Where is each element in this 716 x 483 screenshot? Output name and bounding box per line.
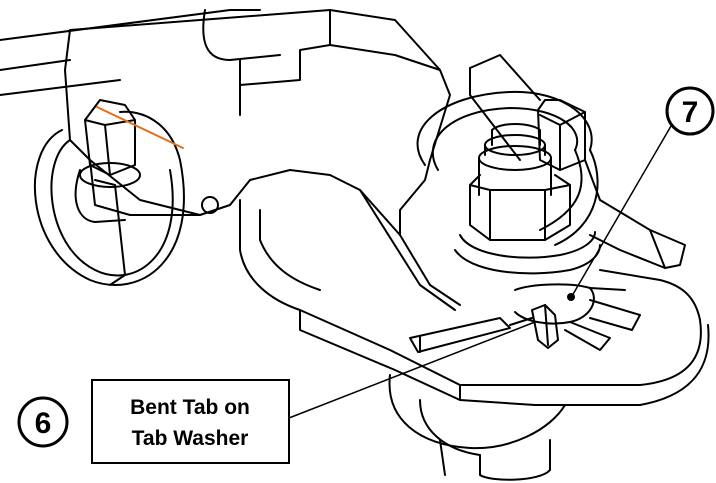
callout-6-circle <box>17 396 69 448</box>
left-lynch-pin <box>33 99 219 286</box>
callout-6-label-line-1: Bent Tab on <box>130 396 250 419</box>
mounting-plate <box>64 9 461 311</box>
drawbar-shank <box>0 9 281 116</box>
bolt-and-nut <box>454 123 601 275</box>
callout-6: 6 Bent Tab on Tab Washer <box>17 321 536 464</box>
callout-7-circle <box>665 86 715 136</box>
base-plate <box>239 199 710 406</box>
mount-bottom <box>388 374 566 481</box>
right-lynch-pin <box>416 90 599 246</box>
callout-6-label-line-2: Tab Washer <box>132 427 249 450</box>
callout-7-leader <box>571 125 672 297</box>
callout-7-dot <box>567 293 575 301</box>
callout-6-label-box <box>91 379 290 464</box>
callout-7: 7 <box>567 86 715 301</box>
highlight-line <box>96 106 184 149</box>
callout-6-number: 6 <box>35 407 52 440</box>
tab-washer <box>409 283 641 353</box>
right-bracket <box>469 54 686 269</box>
callout-7-number: 7 <box>682 96 699 129</box>
callout-6-leader <box>288 321 536 419</box>
